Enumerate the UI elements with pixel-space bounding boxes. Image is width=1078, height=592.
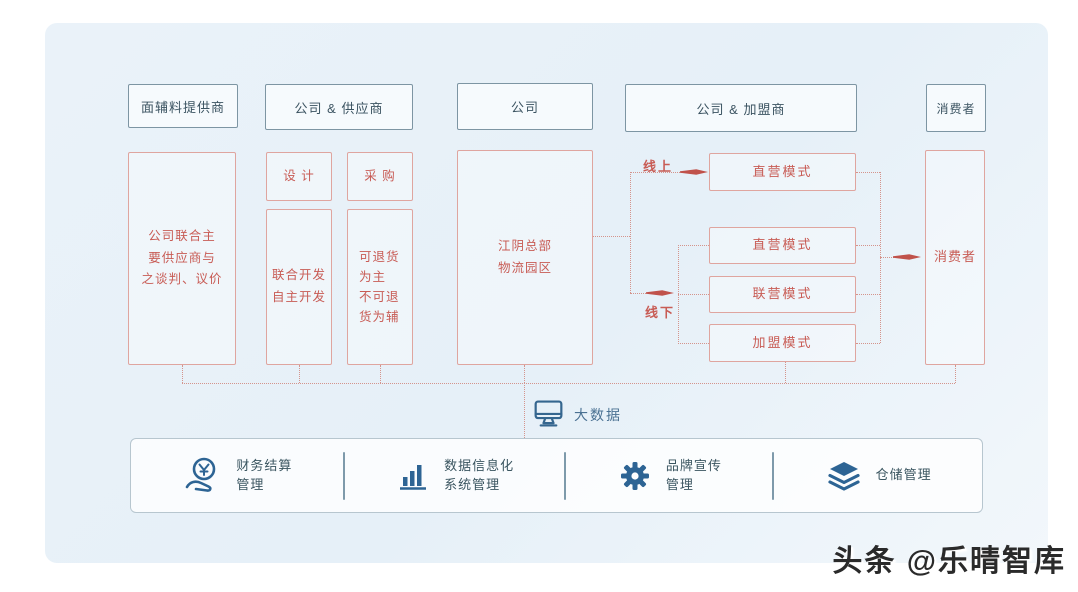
connector-mode3-out: [856, 294, 880, 295]
box-codevelopment: 联合开发 自主开发: [266, 209, 332, 365]
connector-to-joint: [678, 294, 709, 295]
connector-stub-returns: [380, 365, 381, 383]
header-consumers: 消费者: [926, 84, 986, 132]
bar-divider: [772, 451, 775, 500]
bar-item-label: 财务结算 管理: [236, 457, 293, 492]
box-text-line: 要供应商与: [148, 250, 216, 265]
box-text-line: 物流园区: [497, 260, 552, 275]
header-label: 面辅料提供商: [140, 99, 225, 115]
box-text-line: 可退货: [359, 250, 400, 264]
bar-item-finance: 财务结算 管理: [181, 456, 292, 496]
arrow-online-icon: [680, 169, 708, 175]
watermark-toutiao-leqing: 头条 @乐晴智库: [832, 545, 1066, 578]
box-joint-mode: 联营模式: [709, 276, 856, 313]
bar-item-label: 仓储管理: [875, 467, 932, 483]
connector-mode1-out: [856, 172, 880, 173]
box-supplier-negotiation: 公司联合主 要供应商与 之谈判、议价: [128, 152, 236, 365]
box-direct-mode-offline: 直营模式: [709, 227, 856, 264]
monitor-icon: [532, 397, 565, 430]
bar-item-data-systems: 数据信息化 系统管理: [395, 457, 514, 495]
box-text-line: 消费者: [933, 249, 976, 265]
layers-icon: [825, 458, 863, 494]
box-consumer: 消费者: [925, 150, 985, 365]
box-text-line: 不可退: [359, 290, 400, 304]
header-label: 公司 & 加盟商: [696, 101, 786, 117]
connector-stub-negotiate: [182, 365, 183, 383]
box-logistics-park: 江阴总部 物流园区: [457, 150, 593, 365]
box-text-line: 联营模式: [752, 286, 813, 302]
label-online-channel: 线上: [643, 159, 674, 174]
box-text-line: 直营模式: [752, 237, 813, 253]
header-company: 公司: [457, 83, 593, 130]
box-returns-policy: 可退货 为主 不可退 货为辅: [347, 209, 413, 365]
connector-bottom-bus: [182, 383, 955, 384]
barchart-icon: [395, 458, 431, 494]
header-company-and-franchisees: 公司 & 加盟商: [625, 84, 857, 132]
connector-to-consumer: [880, 257, 894, 258]
gear-icon: [617, 458, 653, 494]
management-bar: 财务结算 管理 数据信息化 系统管理: [130, 438, 983, 513]
label-big-data: 大数据: [574, 407, 622, 423]
bar-divider: [342, 451, 345, 500]
box-text-line: 为主: [359, 270, 387, 284]
header-label: 消费者: [936, 101, 976, 116]
box-text-line: 公司联合主: [148, 228, 216, 243]
connector-stub-franchise: [785, 362, 786, 383]
box-purchasing: 采 购: [347, 152, 413, 201]
connector-to-franchise: [678, 343, 709, 344]
arrow-offline-icon: [646, 290, 674, 296]
connector-bigdata-drop: [524, 383, 525, 438]
box-direct-mode-online: 直营模式: [709, 153, 856, 191]
bar-item-warehouse: 仓储管理: [825, 458, 932, 494]
bar-divider: [564, 451, 567, 500]
connector-stub-consumer: [955, 365, 956, 383]
connector-offline-line: [630, 293, 646, 294]
box-text-line: 加盟模式: [752, 334, 813, 350]
bar-item-brand: 品牌宣传 管理: [617, 457, 722, 495]
box-text-line: 直营模式: [752, 163, 813, 179]
header-fabric-suppliers: 面辅料提供商: [128, 84, 238, 128]
header-label: 公司: [510, 100, 539, 115]
connector-stub-logistics: [524, 365, 525, 383]
header-company-and-suppliers: 公司 & 供应商: [265, 84, 413, 130]
box-text-line: 采 购: [364, 168, 396, 183]
header-label: 公司 & 供应商: [294, 100, 384, 116]
connector-mode2-out: [856, 245, 880, 246]
connector-online-line: [630, 172, 682, 173]
box-text-line: 自主开发: [271, 290, 326, 304]
label-offline-channel: 线下: [645, 305, 676, 320]
bar-item-label: 品牌宣传 管理: [665, 457, 722, 492]
box-text-line: 货为辅: [359, 310, 400, 324]
box-text-line: 设 计: [283, 168, 315, 183]
connector-main-vertical: [630, 172, 631, 293]
box-text-line: 江阴总部: [497, 238, 552, 253]
bar-item-label: 数据信息化 系统管理: [444, 457, 515, 492]
box-text-line: 联合开发: [271, 268, 326, 283]
finance-icon: [181, 456, 223, 496]
connector-stub-codev: [299, 365, 300, 383]
box-design: 设 计: [266, 152, 332, 201]
arrow-consumer-icon: [893, 254, 921, 260]
box-franchise-mode: 加盟模式: [709, 324, 856, 362]
connector-logistics-out: [593, 236, 630, 237]
connector-mode4-out: [856, 343, 880, 344]
connector-to-direct-offline: [678, 245, 709, 246]
box-text-line: 之谈判、议价: [141, 272, 223, 287]
